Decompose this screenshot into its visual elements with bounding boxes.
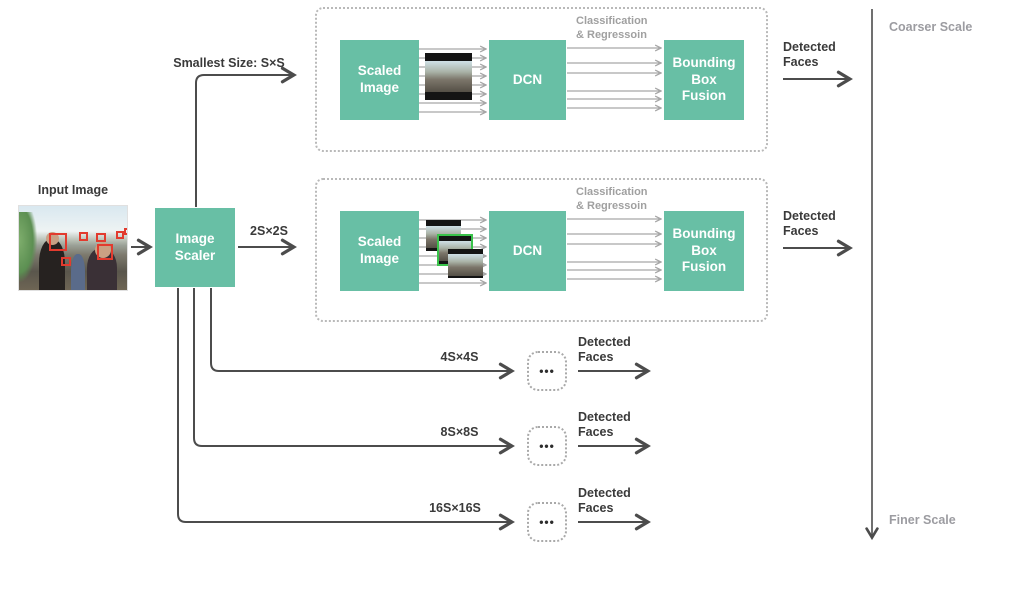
arrow-scale-16s [177, 288, 515, 531]
face-detection-box [49, 233, 67, 251]
scaled-image-box: Scaled Image [340, 211, 419, 291]
classification-regression-label: Classification & Regressoin [576, 186, 648, 213]
thumbnail-photo [425, 61, 472, 92]
person-silhouette [71, 254, 85, 290]
thumbnail-photo [448, 254, 483, 276]
scale-label-8s: 8S×8S [440, 425, 479, 439]
axis-label-coarser: Coarser Scale [889, 20, 973, 34]
scale-label-sxs: Smallest Size: S×S [173, 56, 285, 70]
input-image-photo [18, 205, 128, 291]
scale-label-16s: 16S×16S [429, 501, 481, 515]
dcn-box: DCN [489, 211, 566, 291]
scale-label-4s: 4S×4S [440, 350, 479, 364]
image-scaler-box: Image Scaler [155, 208, 235, 287]
axis-label-finer: Finer Scale [889, 513, 956, 527]
scaled-image-thumbnail [425, 53, 472, 100]
collapsed-pipeline-8s: ••• [527, 426, 567, 466]
classification-regression-label: Classification & Regressoin [576, 15, 648, 42]
person-silhouette [39, 239, 65, 290]
tree-decoration [19, 212, 37, 282]
bounding-box-fusion-box: Bounding Box Fusion [664, 211, 744, 291]
scale-label-2s: 2S×2S [250, 224, 288, 238]
pipeline-group-2s: Scaled Image DCN Classification & Regres… [315, 178, 768, 322]
face-detection-box [124, 228, 127, 235]
arrow-scale-sxs [195, 66, 297, 207]
pipeline-group-sxs: Scaled Image DCN Classification & Regres… [315, 7, 768, 152]
detected-faces-label-sxs: Detected Faces [783, 40, 836, 69]
face-detection-box [97, 244, 113, 260]
detected-faces-label-8s: Detected Faces [578, 410, 631, 439]
face-detection-box [79, 232, 88, 241]
face-detection-box [96, 233, 106, 242]
face-detection-box [116, 231, 124, 239]
detected-faces-label-4s: Detected Faces [578, 335, 631, 364]
detected-faces-label-2s: Detected Faces [783, 209, 836, 238]
bounding-box-fusion-box: Bounding Box Fusion [664, 40, 744, 120]
dcn-box: DCN [489, 40, 566, 120]
collapsed-pipeline-16s: ••• [527, 502, 567, 542]
collapsed-pipeline-4s: ••• [527, 351, 567, 391]
scaled-image-box: Scaled Image [340, 40, 419, 120]
person-head [95, 242, 111, 258]
scaled-image-crop [448, 249, 483, 278]
face-detection-box [61, 257, 71, 266]
input-image-label: Input Image [37, 183, 109, 197]
detected-faces-label-16s: Detected Faces [578, 486, 631, 515]
